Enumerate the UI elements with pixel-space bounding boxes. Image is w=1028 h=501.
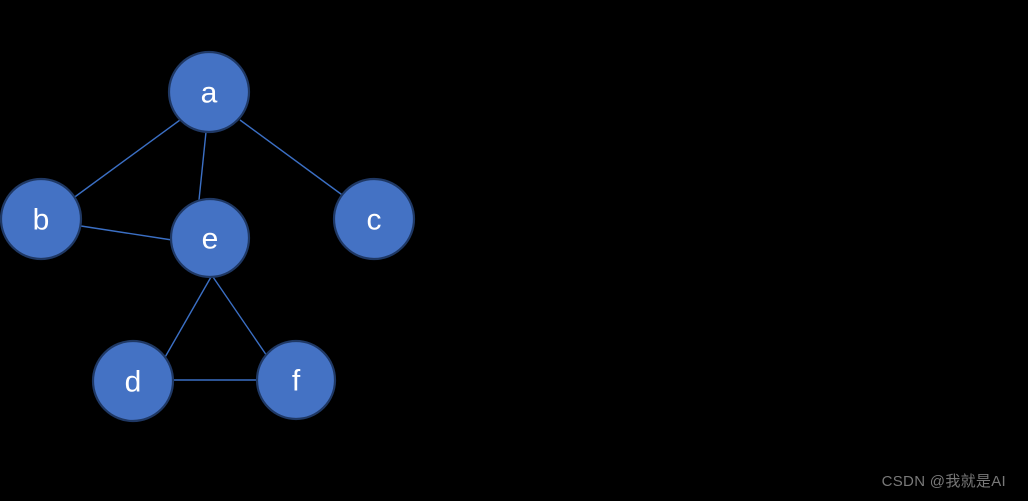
- graph-node-label-f: f: [292, 365, 301, 398]
- graph-edge-a-b: [71, 119, 181, 200]
- graph-node-circle-d[interactable]: [91, 339, 175, 423]
- graph-edge-e-d: [163, 276, 212, 360]
- edges-layer: [71, 119, 346, 381]
- graph-node-circle-f[interactable]: [255, 339, 337, 421]
- graph-node-label-a: a: [201, 77, 218, 110]
- watermark-text: CSDN @我就是AI: [881, 473, 1006, 490]
- graph-node-circle-c[interactable]: [332, 177, 416, 261]
- graph-node-label-d: d: [125, 366, 142, 399]
- graph-edge-a-e: [198, 131, 207, 201]
- graph-edge-b-e: [80, 225, 173, 241]
- graph-node-b[interactable]: b: [0, 177, 83, 261]
- graph-node-f[interactable]: f: [255, 339, 337, 421]
- nodes-layer: a b c e d f: [0, 50, 416, 423]
- graph-node-circle-b[interactable]: [0, 177, 83, 261]
- graph-edge-e-f: [212, 276, 268, 357]
- graph-node-circle-e[interactable]: [169, 197, 251, 279]
- graph-node-label-b: b: [33, 204, 50, 237]
- graph-edge-a-c: [239, 119, 346, 198]
- graph-node-a[interactable]: a: [167, 50, 251, 134]
- graph-node-circle-a[interactable]: [167, 50, 251, 134]
- graph-node-label-c: c: [367, 204, 382, 237]
- graph-node-c[interactable]: c: [332, 177, 416, 261]
- graph-node-d[interactable]: d: [91, 339, 175, 423]
- graph-node-e[interactable]: e: [169, 197, 251, 279]
- graph-node-label-e: e: [202, 223, 219, 256]
